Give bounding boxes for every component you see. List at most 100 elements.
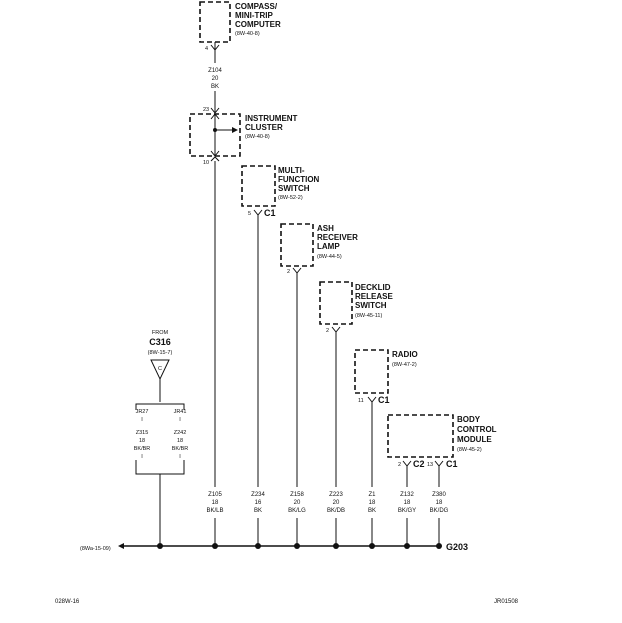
splice-bracket-top (135, 403, 185, 410)
ash-name-1: ASH (317, 224, 334, 233)
splice-bracket-bottom (135, 460, 185, 475)
wire-z158-color: BK/LG (288, 508, 306, 514)
wire-z105-circuit: Z105 (208, 492, 222, 498)
wire-z105-color: BK/LB (206, 508, 223, 514)
splice-labels: JR27 I JR41 I Z315 18 BK/BR I Z242 18 BK… (134, 409, 189, 460)
body-control-module: BODY CONTROL MODULE (8W-45-2) 2 C2 13 C1 (387, 414, 497, 469)
bcm-connector-b: C1 (446, 459, 458, 469)
wire-z380-gauge: 18 (436, 500, 443, 506)
bcm-pin-a: 2 (398, 462, 401, 468)
bcm-ref: (8W-45-2) (457, 447, 482, 453)
ground-bus: (8Wa-15-09) G203 (80, 542, 468, 552)
cluster-name-1: INSTRUMENT (245, 114, 298, 123)
from-letter: C (158, 366, 162, 372)
cluster-pin-bottom: 10 (203, 160, 209, 166)
wire-z1-circuit: Z1 (368, 492, 376, 498)
wire-z223-color: BK/DB (327, 508, 345, 514)
bcm-name-3: MODULE (457, 435, 492, 444)
ash-name-3: LAMP (317, 242, 340, 251)
vertical-wires (214, 161, 440, 546)
ground-label: G203 (446, 542, 468, 552)
cluster-arrow-icon (232, 127, 238, 133)
ash-box (280, 223, 314, 267)
mfs-ref: (8W-52-2) (278, 195, 303, 201)
multi-function-switch: MULTI- FUNCTION SWITCH (8W-52-2) 5 C1 (241, 165, 320, 218)
wire-z1-gauge: 18 (369, 500, 376, 506)
from-connector-c316: FROM C316 (8W-15-7) C (148, 330, 173, 381)
mfs-pin: 5 (248, 211, 251, 217)
wire-z223-gauge: 20 (333, 500, 340, 506)
bcm-name-2: CONTROL (457, 425, 497, 434)
footer-right: JR01508 (494, 599, 519, 605)
decklid-name-2: RELEASE (355, 292, 393, 301)
splice-z315-gauge: 18 (139, 438, 145, 444)
radio-connector: C1 (378, 395, 390, 405)
bus-splice-dot (157, 543, 163, 549)
ash-pin-symbol (292, 267, 302, 274)
mfs-pin-symbol (253, 209, 263, 216)
wire-z105-gauge: 18 (212, 500, 219, 506)
cluster-pin-bottom-symbol (210, 156, 220, 162)
bcm-pin-b: 13 (427, 462, 433, 468)
splice-bracket (135, 379, 185, 546)
radio-ref: (8W-47-2) (392, 362, 417, 368)
mfs-connector: C1 (264, 208, 276, 218)
compass-mini-trip-computer: COMPASS/ MINI-TRIP COMPUTER (8W-40-8) 4 (199, 1, 281, 63)
compass-ref: (8W-40-8) (235, 31, 260, 37)
wire-z380-circuit: Z380 (432, 492, 446, 498)
splice-z315-bottom: I (141, 454, 143, 460)
bus-left-arrow-icon (118, 543, 124, 549)
wire-z104-circuit: Z104 (208, 68, 222, 74)
from-ref: (8W-15-7) (148, 350, 173, 356)
wire-label-z104: Z104 20 BK (208, 68, 222, 90)
decklid-box (319, 281, 353, 325)
wire-z104-gauge: 20 (212, 76, 219, 82)
bus-splice-dot (436, 543, 442, 549)
splice-z242-gauge: 18 (177, 438, 183, 444)
splice-z242-circuit: Z242 (174, 430, 187, 436)
mfs-box (241, 165, 276, 207)
splice-jr41-mark: I (179, 417, 181, 423)
cluster-pin-top-symbol (210, 107, 220, 114)
wire-labels: Z105 18 BK/LB Z234 16 BK Z158 20 BK/LG Z… (206, 492, 448, 514)
from-connector: C316 (149, 337, 171, 347)
instrument-cluster: 23 INSTRUMENT CLUSTER (8W-40-8) 10 (189, 107, 298, 166)
bus-splice-dot (212, 543, 218, 549)
wire-z158-gauge: 20 (294, 500, 301, 506)
bus-splice-dot (404, 543, 410, 549)
splice-jr27: JR27 (136, 409, 149, 415)
mfs-name-3: SWITCH (278, 184, 310, 193)
footer-left: 028W-16 (55, 599, 80, 605)
wire-z132-gauge: 18 (404, 500, 411, 506)
splice-jr27-mark: I (141, 417, 143, 423)
wire-z223-circuit: Z223 (329, 492, 343, 498)
ash-ref: (8W-44-5) (317, 254, 342, 260)
compass-name-1: COMPASS/ (235, 2, 278, 11)
bus-splice-dot (369, 543, 375, 549)
decklid-pin: 2 (326, 328, 329, 334)
splice-z315-color: BK/BR (134, 446, 151, 452)
from-connector-triangle (150, 359, 170, 381)
compass-pin: 4 (205, 46, 208, 52)
splice-jr41: JR41 (174, 409, 187, 415)
compass-name-2: MINI-TRIP (235, 11, 273, 20)
bus-left-ref: (8Wa-15-09) (80, 546, 111, 552)
mfs-name-2: FUNCTION (278, 175, 320, 184)
decklid-name-1: DECKLID (355, 283, 391, 292)
bus-splice-dot (255, 543, 261, 549)
ash-pin: 2 (287, 269, 290, 275)
wire-z1-color: BK (368, 508, 376, 514)
wire-z234-color: BK (254, 508, 262, 514)
splice-z242-color: BK/BR (172, 446, 189, 452)
radio-pin: 11 (358, 398, 364, 404)
wire-z104-color: BK (211, 84, 219, 90)
radio: RADIO (8W-47-2) 11 C1 (354, 349, 418, 405)
cluster-pin-bottom-symbol-inner (210, 150, 220, 157)
wire-z132-circuit: Z132 (400, 492, 414, 498)
decklid-ref: (8W-45-11) (355, 313, 382, 319)
compass-box (199, 1, 231, 43)
bus-splice-dot (294, 543, 300, 549)
wire-z380-color: BK/DG (430, 508, 449, 514)
radio-pin-symbol (367, 396, 377, 403)
